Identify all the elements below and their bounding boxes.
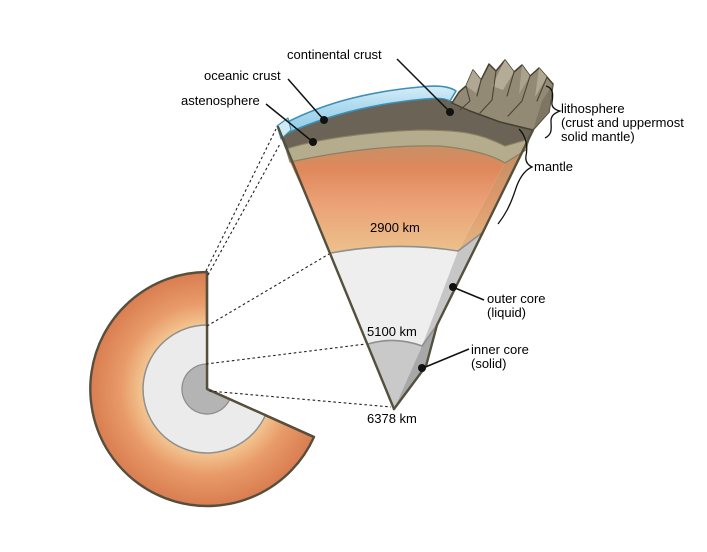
label-outer-core-line2: (liquid) xyxy=(487,305,527,320)
ocean-layer xyxy=(277,85,457,137)
label-lithosphere-line1: lithosphere xyxy=(561,101,625,116)
label-continental-crust: continental crust xyxy=(287,47,382,62)
dot-asthenosphere xyxy=(309,138,317,146)
continental-crust-side-face xyxy=(533,84,553,130)
leader-lines xyxy=(265,58,485,369)
label-oceanic-crust: oceanic crust xyxy=(204,68,281,83)
leader-inner-core xyxy=(422,348,470,369)
label-mantle: mantle xyxy=(534,159,574,174)
label-outer-core-line1: outer core xyxy=(487,291,546,306)
label-asthenosphere: astenosphere xyxy=(181,93,260,108)
projection-line-5100 xyxy=(205,343,367,365)
label-inner-core-line2: (solid) xyxy=(471,356,507,371)
mountain-facet-3 xyxy=(519,65,530,94)
lithosphere-brace xyxy=(544,85,563,139)
lithosphere-tan-layer xyxy=(285,129,530,164)
circle-cut-edges xyxy=(205,272,315,439)
leader-oceanic-crust xyxy=(287,78,325,121)
dot-oceanic-crust xyxy=(320,116,328,124)
boundary-2900 xyxy=(330,231,484,254)
label-inner-core-line1: inner core xyxy=(471,342,529,357)
label-outer-core: outer core (liquid) xyxy=(487,292,546,320)
projection-line-surface-b xyxy=(207,143,281,276)
boundary-5100 xyxy=(367,324,438,347)
dot-outer-core xyxy=(449,283,457,291)
circle-inner-core-boundary xyxy=(181,363,231,415)
inner-core-side-face xyxy=(394,325,437,409)
label-lithosphere-line3: solid mantle) xyxy=(561,129,635,144)
dot-inner-core xyxy=(418,364,426,372)
projection-line-surface-a xyxy=(205,128,277,272)
earth-circle xyxy=(89,270,316,508)
mountain-facet-1 xyxy=(466,70,481,93)
dot-continental-crust xyxy=(446,108,454,116)
mountain-facet-2 xyxy=(492,60,514,90)
leader-dots xyxy=(309,108,457,372)
label-depth-2900: 2900 km xyxy=(370,220,420,235)
projection-line-center xyxy=(208,390,392,408)
label-depth-6378: 6378 km xyxy=(367,411,417,426)
mantle-front-face xyxy=(290,145,505,253)
label-lithosphere-line2: (crust and uppermost xyxy=(561,115,684,130)
label-lithosphere: lithosphere (crust and uppermost solid m… xyxy=(561,102,684,144)
mantle-brace xyxy=(497,128,534,225)
projection-lines xyxy=(205,128,392,408)
wedge-right-edge xyxy=(392,128,535,411)
projection-line-2900 xyxy=(206,253,330,327)
mountain-ridges xyxy=(459,70,548,117)
inner-core-front-face xyxy=(368,340,422,409)
leader-outer-core xyxy=(454,287,485,301)
mantle-side-face xyxy=(458,150,523,251)
mountain-facet-4 xyxy=(535,68,547,97)
label-depth-5100: 5100 km xyxy=(367,324,417,339)
braces xyxy=(497,85,563,225)
circle-outer-core-boundary xyxy=(142,324,267,454)
leader-continental-crust xyxy=(396,58,451,113)
outer-core-front-face xyxy=(331,246,458,346)
wedge-left-edge xyxy=(276,125,396,411)
label-inner-core: inner core (solid) xyxy=(471,343,529,371)
leader-asthenosphere xyxy=(265,103,314,143)
